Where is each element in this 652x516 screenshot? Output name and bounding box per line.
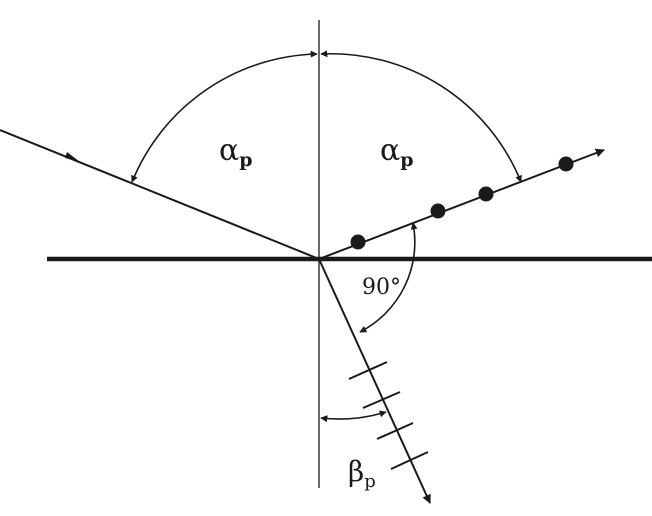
- polarization-tick: [348, 361, 388, 380]
- polarization-tick: [390, 451, 429, 470]
- polarization-tick: [376, 422, 414, 440]
- polarization-dot: [558, 156, 574, 172]
- alpha-right-arc: [320, 50, 522, 183]
- alpha-left-label: αp: [219, 133, 253, 171]
- polarization-dot: [430, 203, 446, 219]
- beta-label: βp: [348, 455, 376, 492]
- beta-arc: [320, 410, 387, 423]
- polarization-tick: [362, 391, 401, 409]
- polarization-dot: [478, 186, 494, 202]
- alpha-left-arc: [131, 50, 318, 183]
- right-angle-arc: [359, 222, 418, 333]
- incident-ray: [0, 129, 320, 260]
- polarization-dot: [350, 234, 366, 250]
- refracted-ray: [318, 258, 431, 504]
- incident-ray-arrow: [65, 152, 80, 162]
- right-angle-label: 90°: [362, 275, 401, 300]
- alpha-right-label: αp: [380, 133, 414, 171]
